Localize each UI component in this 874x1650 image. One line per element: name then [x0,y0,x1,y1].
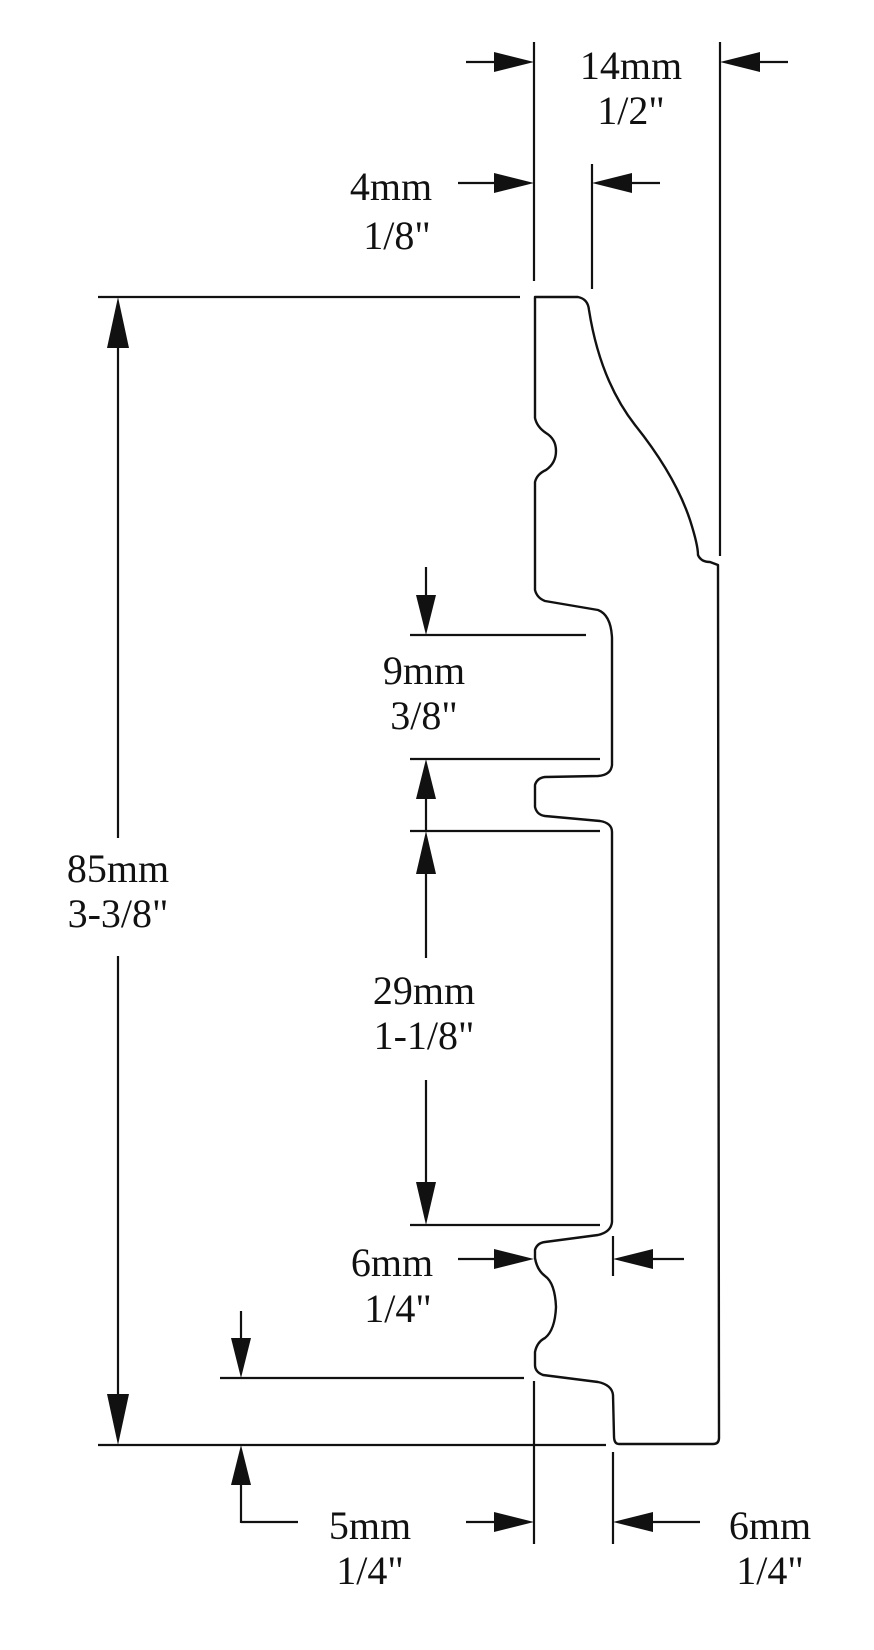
arrow-lower-offset-right [613,1249,653,1269]
label-middle-band-mm: 29mm [373,968,475,1013]
arrow-bottom-right-left [613,1512,653,1532]
label-bottom-right-mm: 6mm [729,1503,811,1548]
label-upper-band-mm: 9mm [383,648,465,693]
arrow-band1-down [416,595,436,635]
label-bottom-left-mm: 5mm [329,1503,411,1548]
arrow-top-width-left [494,52,534,72]
label-lower-offset-inch: 1/4" [364,1286,431,1331]
label-upper-band-inch: 3/8" [390,693,457,738]
arrow-band1-up [416,759,436,799]
arrow-total-height-up [107,297,129,348]
arrow-lower-offset-left [494,1249,534,1269]
arrow-top-offset-left [494,173,534,193]
arrow-top-width-right [720,52,760,72]
label-middle-band-inch: 1-1/8" [374,1013,475,1058]
label-top-width-inch: 1/2" [597,88,664,133]
label-bottom-right-inch: 1/4" [736,1548,803,1593]
arrow-bottom-left-right [494,1512,534,1532]
label-bottom-left-inch: 1/4" [336,1548,403,1593]
arrow-bottom-left-up [231,1445,251,1485]
arrow-top-offset-right [592,173,632,193]
arrow-bottom-left-down [231,1338,251,1378]
label-total-height-inch: 3-3/8" [68,891,169,936]
arrow-band2-up [416,831,436,874]
label-total-height-mm: 85mm [67,846,169,891]
label-lower-offset-mm: 6mm [351,1240,433,1285]
arrow-total-height-down [107,1394,129,1445]
moulding-profile-outline [533,295,721,1446]
label-top-offset-inch: 1/8" [363,213,430,258]
label-top-offset-mm: 4mm [350,164,432,209]
arrow-band2-down [416,1182,436,1225]
label-top-width-mm: 14mm [580,43,682,88]
